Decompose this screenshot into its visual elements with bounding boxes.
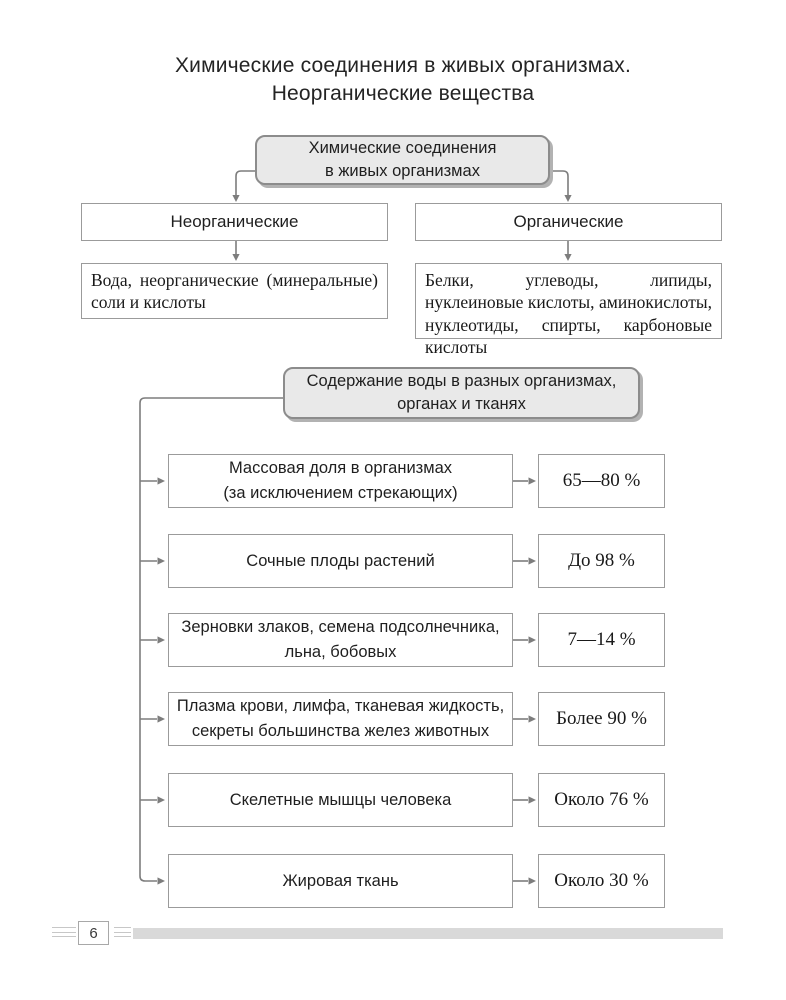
arrow-right-icon	[157, 477, 165, 485]
row-value-box: Около 30 %	[538, 854, 665, 908]
row-label-box: Сочные плоды растений	[168, 534, 513, 588]
row-value-box: Около 76 %	[538, 773, 665, 827]
detail-box-organic: Белки, углеводы, липиды, нуклеиновые кис…	[415, 263, 722, 357]
page-title: Химические соединения в живых организмах…	[174, 54, 632, 105]
row-label-box: Скелетные мышцы человека	[168, 773, 513, 827]
detail-box-inorganic: Вода, неорганические (минеральные) соли …	[81, 263, 388, 319]
footer-rule-right	[114, 936, 131, 937]
arrow-right-icon	[157, 796, 165, 804]
arrow-right-icon	[528, 557, 536, 565]
page-number-box: 6	[78, 921, 109, 945]
arrow-right-icon	[528, 636, 536, 644]
row-label-box: Жировая ткань	[168, 854, 513, 908]
page-number: 6	[89, 924, 98, 942]
footer-rule-left	[52, 931, 76, 933]
arrow-right-icon	[528, 477, 536, 485]
row-value-box: 65—80 %	[538, 454, 665, 508]
row-label-box: Зерновки злаков, семена подсолнечника, л…	[168, 613, 513, 667]
arrow-right-icon	[157, 557, 165, 565]
arrow-down-icon	[232, 195, 240, 202]
branch-box-inorganic: Неорганические	[81, 203, 388, 241]
branch-box-organic: Органические	[415, 203, 722, 241]
arrow-right-icon	[157, 636, 165, 644]
row-label-box: Массовая доля в организмах (за исключени…	[168, 454, 513, 508]
arrow-down-icon	[564, 195, 572, 202]
arrow-right-icon	[528, 877, 536, 885]
root-box-water-content: Содержание воды в разных организмах, орг…	[283, 367, 640, 419]
row-value-box: 7—14 %	[538, 613, 665, 667]
row-value-box: До 98 %	[538, 534, 665, 588]
arrow-right-icon	[157, 877, 165, 885]
row-label-box: Плазма крови, лимфа, тканевая жидкость, …	[168, 692, 513, 746]
footer-rule-left	[52, 927, 76, 928]
arrow-right-icon	[157, 715, 165, 723]
footer-bar	[133, 928, 723, 939]
footer-rule-right	[114, 931, 131, 933]
arrow-down-icon	[564, 254, 572, 261]
root-box-chemical-compounds: Химические соединения в живых организмах	[255, 135, 550, 185]
arrow-right-icon	[528, 796, 536, 804]
arrow-down-icon	[232, 254, 240, 261]
row-value-box: Более 90 %	[538, 692, 665, 746]
footer-rule-left	[52, 936, 76, 937]
footer-rule-right	[114, 927, 131, 928]
arrow-right-icon	[528, 715, 536, 723]
